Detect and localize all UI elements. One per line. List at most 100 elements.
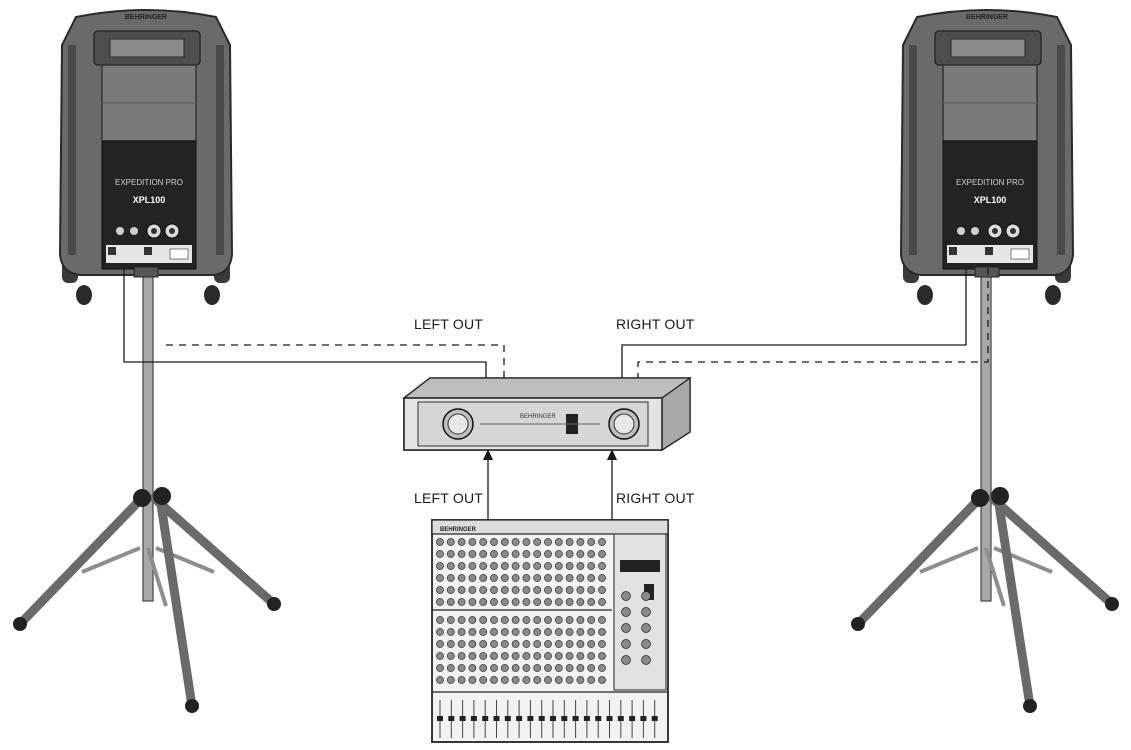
mixer-fader-cap [629,716,636,721]
mixer-master-knob [641,623,651,633]
mixer-knob [544,586,552,594]
right-speaker: BEHRINGER EXPEDITION PRO XPL100 [900,9,1074,306]
mixer-knob [490,640,498,648]
mixer-knob [565,562,574,570]
amplifier-brand: BEHRINGER [520,414,556,420]
mixer-knob [598,628,606,636]
mixer-fader-cap [437,716,443,721]
mixer-knob [544,652,552,660]
mixer-knob [468,676,477,684]
mixer-knob [490,628,498,636]
mixer-knob [554,586,563,594]
mixer-knob [490,664,498,672]
mixer-knob [446,598,455,606]
mixer-knob [479,664,488,672]
mixer-knob [554,538,563,546]
amplifier: BEHRINGER [402,376,692,452]
mixer-knob [522,616,531,624]
mixer-knob [576,562,585,570]
mixer-master-knob [641,607,651,617]
mixer-fader-cap [493,716,500,721]
mixer-master-knob [621,607,631,617]
mixer-knob [446,640,455,648]
left-speaker-brand: BEHRINGER [125,14,167,21]
mixer-knob [479,562,488,570]
mixer-knob [587,538,596,546]
mixer-knob [598,640,606,648]
mixer-knob [522,628,531,636]
mixer: BEHRINGER [431,519,669,743]
mixer-master-knob [621,639,631,649]
mixer-knob [598,586,606,594]
mixer-knob [511,664,520,672]
mixer-knob [468,664,477,672]
mixer-knob [436,550,444,558]
mixer-knob [587,640,596,648]
mixer-knob [457,628,466,636]
mixer-knob [479,538,488,546]
mixer-knob [576,586,585,594]
mixer-knob [576,664,585,672]
mixer-knob [533,550,542,558]
mixer-knob [544,574,552,582]
mixer-knob [511,574,520,582]
mixer-fader-cap [583,716,590,721]
mixer-knob [446,652,455,660]
mixer-knob [468,616,477,624]
mixer-knob [436,664,444,672]
mixer-knob [436,640,444,648]
mixer-knob [554,628,563,636]
mixer-knob [511,616,520,624]
mixer-knob [598,616,606,624]
mixer-knob [565,664,574,672]
mixer-knob [500,586,509,594]
mixer-knob [457,598,466,606]
mixer-knob [490,586,498,594]
mixer-knob [457,652,466,660]
mixer-knob [436,562,444,570]
mixer-knob [587,616,596,624]
mixer-knob [533,574,542,582]
mixer-knob [565,616,574,624]
mixer-knob [511,586,520,594]
mixer-knob [479,550,488,558]
mixer-knob [490,538,498,546]
mixer-right-out-label: RIGHT OUT [616,490,695,506]
mixer-knob [500,628,509,636]
mixer-knob [479,628,488,636]
mixer-knob [522,676,531,684]
mixer-knob [468,586,477,594]
mixer-knob [598,550,606,558]
mixer-knob [554,598,563,606]
mixer-knob [490,598,498,606]
mixer-knob [587,550,596,558]
mixer-knob [436,616,444,624]
mixer-knob [457,676,466,684]
mixer-knob [533,628,542,636]
left-speaker-model: XPL100 [133,195,166,205]
mixer-fader-cap [459,716,466,721]
mixer-knob [576,574,585,582]
mixer-knob [576,628,585,636]
mixer-fader-cap [651,716,658,721]
mixer-fader-cap [617,716,624,721]
mixer-knob [490,574,498,582]
left-stand [13,266,281,713]
mixer-fader-cap [606,716,613,721]
mixer-knob [479,616,488,624]
mixer-knob [533,640,542,648]
mixer-knob [522,538,531,546]
mixer-knob [565,628,574,636]
mixer-knob [479,676,488,684]
mixer-knob [544,628,552,636]
mixer-knob [576,640,585,648]
mixer-knob [457,562,466,570]
mixer-knob [446,538,455,546]
mixer-knob [576,652,585,660]
amp-left-out-label: LEFT OUT [414,316,484,332]
mixer-knob [500,598,509,606]
mixer-knob [490,676,498,684]
left-cable-solid [123,268,487,380]
mixer-fader-cap [470,716,477,721]
mixer-knob [565,538,574,546]
